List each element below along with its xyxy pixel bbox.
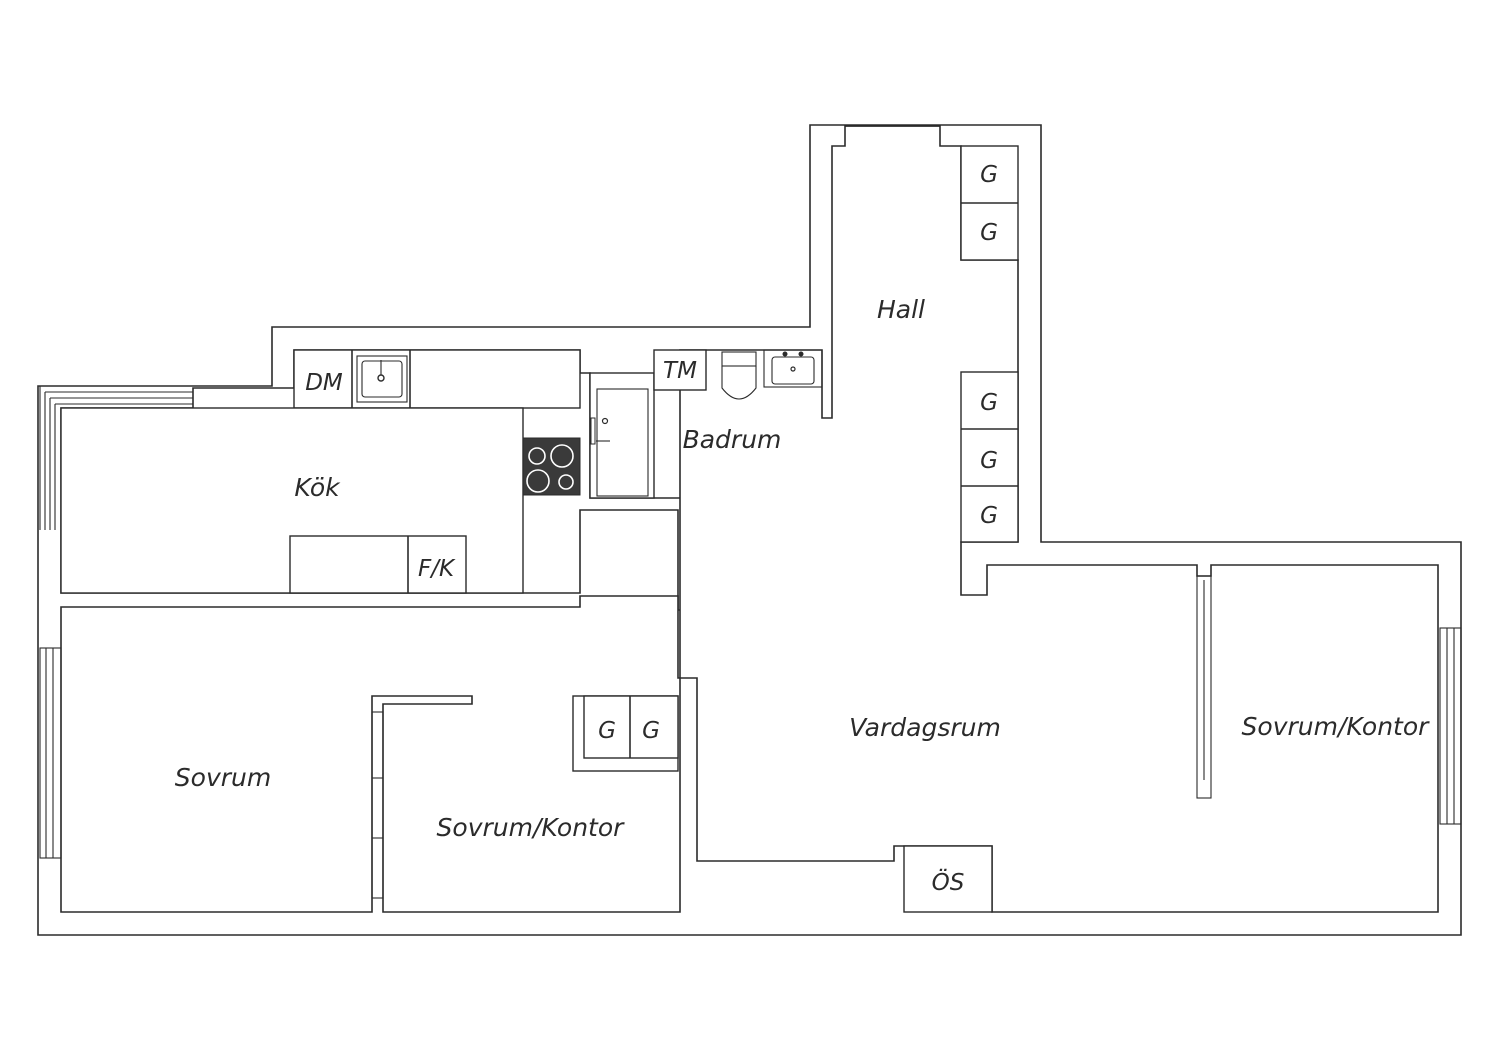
hall-wardrobes: G G G G G Hall — [877, 145, 1019, 543]
kitchen-counter — [293, 349, 581, 409]
wardrobe-label-4: G — [980, 448, 998, 474]
wardrobe-label-1: G — [980, 162, 998, 188]
room-label-kok: Kök — [294, 473, 341, 502]
wardrobe-label-5: G — [980, 503, 998, 529]
wardrobe-label-7: G — [642, 718, 660, 744]
dishwasher-label: DM — [305, 370, 343, 396]
wardrobe-label-2: G — [980, 220, 998, 246]
fridge-freezer-unit — [289, 535, 467, 594]
washing-machine — [653, 349, 707, 391]
shower-area — [589, 372, 655, 499]
fireplace-label: ÖS — [932, 868, 965, 896]
shower-icon — [590, 388, 649, 497]
wardrobe-label-3: G — [980, 390, 998, 416]
washbasin-icon — [763, 349, 823, 388]
wardrobe-label-6: G — [598, 718, 616, 744]
stove-icon — [522, 437, 581, 496]
washing-machine-label: TM — [663, 358, 697, 384]
partition-details — [371, 575, 1212, 899]
room-label-hall: Hall — [877, 295, 925, 324]
room-label-sovrum: Sovrum — [175, 763, 271, 792]
bathroom: TM Badrum — [589, 349, 823, 499]
toilet-icon — [721, 351, 757, 400]
room-label-sovrum-kontor-1: Sovrum/Kontor — [437, 813, 626, 842]
kitchen: DM F/K Kök — [60, 349, 581, 594]
fridge-freezer-label: F/K — [418, 556, 456, 582]
room-label-badrum: Badrum — [683, 425, 782, 454]
room-label-vardagsrum: Vardagsrum — [849, 713, 1001, 742]
fireplace-unit: ÖS — [903, 845, 993, 913]
window-icon — [39, 385, 1462, 859]
room-label-sovrum-kontor-2: Sovrum/Kontor — [1242, 712, 1431, 741]
sink-icon — [356, 355, 408, 403]
bedroom-wardrobes: G G — [572, 695, 679, 772]
